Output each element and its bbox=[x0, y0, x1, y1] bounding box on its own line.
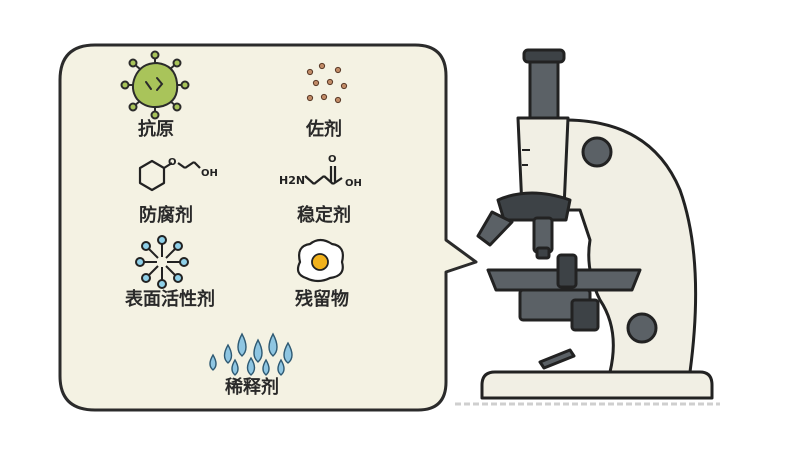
objective-lens-left bbox=[476, 210, 514, 247]
surfactant-micelle-icon bbox=[135, 235, 189, 289]
stabilizer-amine-text: H2N bbox=[279, 174, 305, 187]
microscope-base bbox=[480, 370, 714, 400]
coarse-focus-knob bbox=[581, 136, 613, 168]
label-stabilizer: 稳定剂 bbox=[297, 205, 351, 226]
stabilizer-molecule-icon bbox=[304, 166, 343, 185]
adjuvant-particles-icon bbox=[306, 62, 348, 104]
label-diluent: 稀释剂 bbox=[225, 377, 279, 398]
preservative-molecule-icon bbox=[138, 159, 201, 192]
nosepiece bbox=[496, 191, 572, 222]
fine-focus-knob bbox=[626, 312, 658, 344]
label-residue: 残留物 bbox=[295, 289, 349, 310]
eyepiece bbox=[528, 53, 560, 127]
illuminator bbox=[538, 348, 576, 370]
label-preservative: 防腐剂 bbox=[139, 205, 193, 226]
label-adjuvant: 佐剂 bbox=[306, 119, 342, 140]
stabilizer-oh-text: OH bbox=[345, 178, 362, 189]
preservative-oh-text: OH bbox=[201, 168, 218, 179]
microscope-icon bbox=[476, 48, 714, 400]
diluent-drops-icon bbox=[209, 332, 293, 376]
label-surfactant: 表面活性剂 bbox=[125, 289, 215, 310]
stabilizer-oxygen-text: O bbox=[328, 154, 337, 165]
label-antigen: 抗原 bbox=[138, 119, 174, 140]
residue-egg-icon bbox=[296, 238, 344, 283]
antigen-virus-icon bbox=[120, 50, 190, 120]
preservative-oxygen: O bbox=[168, 157, 177, 168]
stage-clip bbox=[556, 253, 578, 289]
speech-bubble bbox=[58, 43, 478, 412]
